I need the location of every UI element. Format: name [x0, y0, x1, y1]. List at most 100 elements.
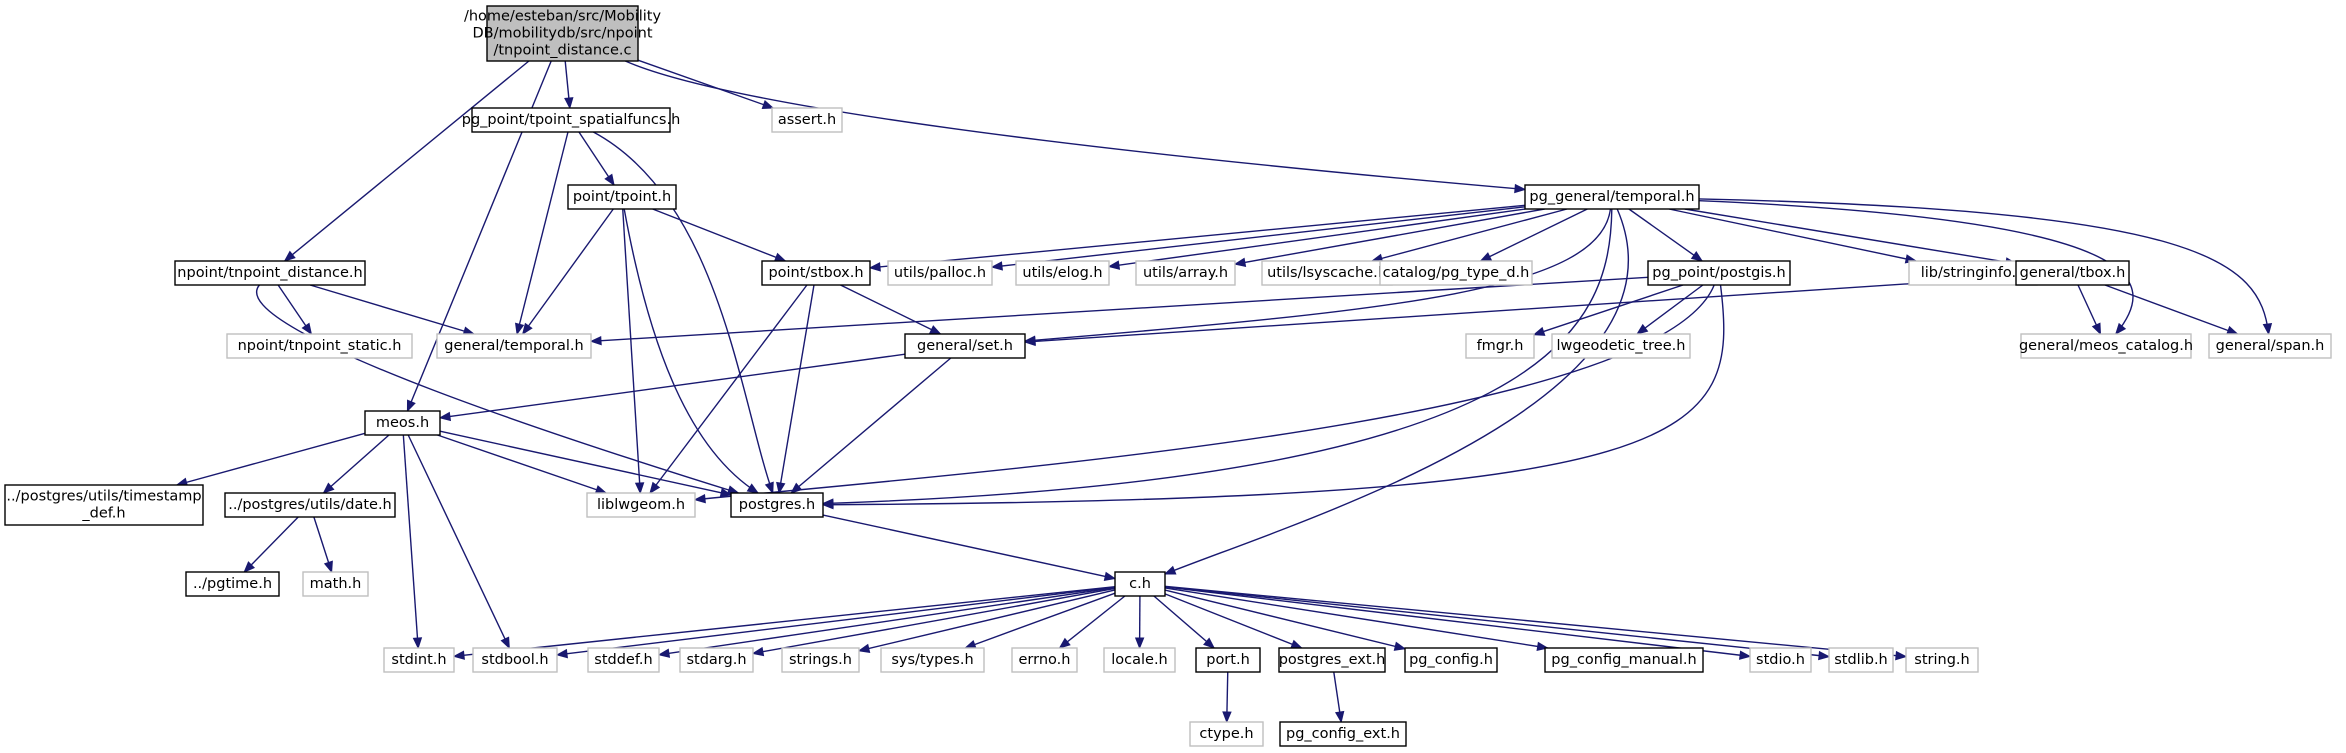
edge-set-to-postgres	[790, 357, 952, 494]
node-label: pg_config_manual.h	[1551, 652, 1696, 668]
edge-line	[439, 353, 906, 419]
node-meos[interactable]: meos.h	[364, 410, 441, 436]
node-label: liblwgeom.h	[597, 497, 685, 513]
node-postgres[interactable]: postgres.h	[730, 492, 824, 518]
node-sys-types: sys/types.h	[880, 647, 985, 673]
node-label: pg_config.h	[1409, 652, 1493, 668]
edge-arrowhead	[761, 100, 775, 109]
node-label: pg_config_ext.h	[1286, 726, 1400, 742]
node-c[interactable]: c.h	[1114, 571, 1166, 597]
edge-tbox-to-set	[1023, 276, 2017, 347]
node-assert: assert.h	[771, 107, 843, 133]
edge-c-to-stdio	[1164, 586, 1752, 660]
node-label: ctype.h	[1199, 726, 1253, 742]
edge-line	[1164, 589, 1406, 650]
edge-meos-to-liblwgeom	[437, 434, 608, 495]
node-box	[471, 107, 671, 133]
edge-postgres-to-c	[822, 514, 1117, 581]
node-label: ../postgres/utils/timestamp	[6, 489, 201, 505]
node-postgres-ext[interactable]: postgres_ext.h	[1278, 647, 1386, 673]
edge-pg_postgis-to-general_temporal	[589, 276, 1649, 346]
edge-root-to-pg_temporal	[625, 60, 1527, 194]
edge-arrowhead	[751, 646, 765, 657]
edge-arrowhead	[1690, 251, 1704, 262]
edge-line	[1164, 587, 1548, 649]
node-box	[1524, 184, 1700, 210]
edge-arrowhead	[2091, 322, 2102, 336]
node-label: utils/lsyscache.h	[1267, 265, 1387, 281]
node-pgtime[interactable]: ../pgtime.h	[185, 571, 280, 597]
edge-pg_temporal-to-pg_type_d	[1479, 208, 1588, 262]
edge-arrowhead	[1895, 650, 1908, 661]
node-box	[1015, 260, 1110, 286]
node-tnpoint-distance-h[interactable]: npoint/tnpoint_distance.h	[174, 260, 366, 286]
edge-line	[176, 432, 366, 486]
edge-arrowhead	[438, 411, 452, 422]
node-box	[472, 647, 558, 673]
edge-line	[1684, 208, 2017, 265]
edge-arrowhead	[634, 482, 645, 495]
node-label: npoint/tnpoint_static.h	[238, 338, 402, 354]
edge-tnpoint_distance_h-to-postgres	[256, 284, 740, 495]
edge-line	[1371, 208, 1568, 262]
edge-c-to-stdlib	[1164, 585, 1831, 661]
node-label: DB/mobilitydb/src/npoint	[472, 26, 652, 42]
node-port[interactable]: port.h	[1195, 647, 1261, 673]
node-box	[1195, 647, 1261, 673]
node-box	[226, 333, 413, 359]
node-label: ../pgtime.h	[193, 576, 272, 592]
edge-date-to-math	[313, 516, 333, 574]
edge-arrowhead	[776, 481, 786, 495]
edge-root-to-tpoint_spatialfuncs	[564, 60, 574, 110]
node-label: general/meos_catalog.h	[2019, 338, 2193, 354]
node-box	[302, 571, 369, 597]
node-box	[880, 647, 985, 673]
edge-arrowhead	[514, 322, 525, 336]
edge-arrowhead	[868, 262, 881, 272]
edge-arrowhead	[790, 482, 803, 494]
edge-arrowhead	[990, 261, 1003, 271]
node-tbox[interactable]: general/tbox.h	[2015, 260, 2130, 286]
node-date[interactable]: ../postgres/utils/date.h	[224, 492, 396, 518]
node-pg-config[interactable]: pg_config.h	[1404, 647, 1498, 673]
node-set[interactable]: general/set.h	[904, 333, 1026, 359]
edge-c-to-stdint	[452, 585, 1116, 660]
node-elog: utils/elog.h	[1015, 260, 1110, 286]
edge-arrowhead	[746, 483, 760, 494]
edge-arrowhead	[604, 173, 615, 187]
edge-line	[652, 208, 786, 262]
edge-arrowhead	[564, 97, 574, 110]
edge-arrowhead	[719, 488, 733, 498]
edge-point_tpoint-to-postgres	[623, 208, 760, 494]
node-stdio: stdio.h	[1749, 647, 1812, 673]
node-tpoint-spatialfuncs[interactable]: pg_point/tpoint_spatialfuncs.h	[462, 107, 681, 133]
node-pg-config-manual[interactable]: pg_config_manual.h	[1544, 647, 1704, 673]
edge-meos-to-postgres	[439, 430, 733, 498]
edge-line	[869, 204, 1526, 269]
edge-arrowhead	[283, 250, 296, 262]
node-root[interactable]: /home/esteban/src/MobilityDB/mobilitydb/…	[464, 5, 662, 62]
node-pg-temporal[interactable]: pg_general/temporal.h	[1524, 184, 1700, 210]
node-label: errno.h	[1019, 652, 1071, 668]
edge-c-to-port	[1153, 595, 1216, 649]
node-pg-postgis[interactable]: pg_point/postgis.h	[1647, 260, 1791, 286]
edge-line	[593, 131, 774, 494]
edge-arrowhead	[412, 637, 423, 650]
edge-line	[439, 430, 732, 496]
node-box	[383, 647, 455, 673]
node-box	[1404, 647, 1498, 673]
node-point-tpoint[interactable]: point/tpoint.h	[567, 184, 677, 210]
edge-line	[522, 208, 614, 335]
node-label: utils/palloc.h	[894, 265, 986, 281]
node-pg-config-ext[interactable]: pg_config_ext.h	[1279, 721, 1407, 747]
node-label: stdio.h	[1756, 652, 1805, 668]
edge-arrowhead	[1103, 571, 1117, 581]
node-stbox[interactable]: point/stbox.h	[761, 260, 871, 286]
node-string: string.h	[1905, 647, 1979, 673]
node-general-temporal: general/temporal.h	[436, 333, 592, 359]
edge-arrowhead	[1818, 650, 1831, 661]
edge-arrowhead	[1636, 323, 1649, 335]
edge-arrowhead	[764, 481, 774, 495]
node-timestamp-def[interactable]: ../postgres/utils/timestamp_def.h	[4, 484, 204, 526]
